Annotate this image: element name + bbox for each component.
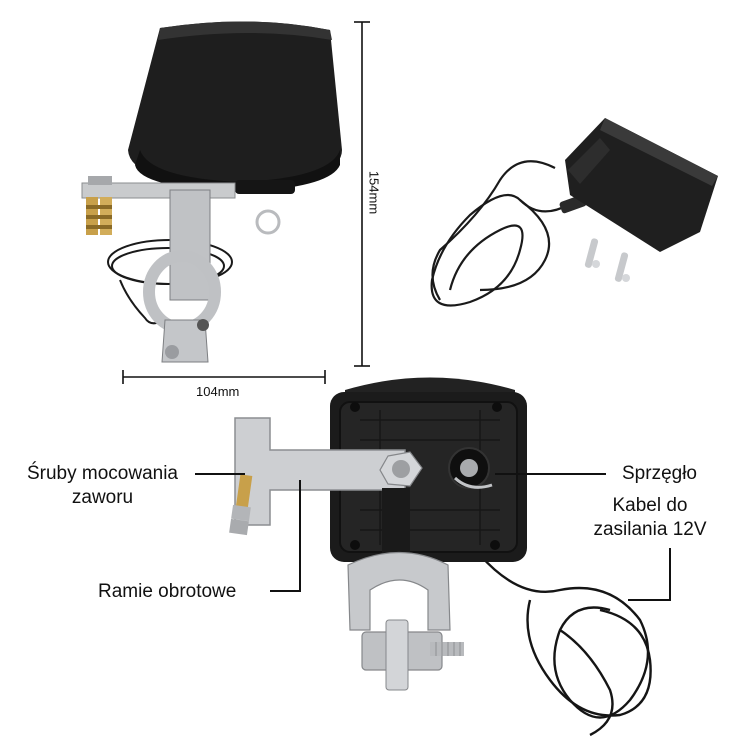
valve-actuator-rear-view xyxy=(229,377,652,737)
clutch-label: Sprzęgło xyxy=(622,463,697,484)
width-dimension-label: 104mm xyxy=(196,384,239,399)
cable-callout-line2: zasilania 12V xyxy=(593,519,707,540)
screws-callout-line1: Śruby mocowania xyxy=(26,463,179,484)
height-value: 154mm xyxy=(366,170,382,215)
height-dimension-label: 154mm xyxy=(367,163,382,223)
width-dimension-line xyxy=(122,370,326,384)
width-value: 104mm xyxy=(196,384,240,399)
rotary-arm-leader-line xyxy=(270,480,301,592)
height-dimension-line xyxy=(354,21,370,367)
power-adapter xyxy=(430,118,718,307)
rotary-arm-callout: Ramie obrotowe xyxy=(98,580,236,604)
cable-callout: Kabel do zasilania 12V xyxy=(580,494,720,542)
screws-callout: Śruby mocowania zaworu xyxy=(10,462,195,510)
screws-callout-line2: zaworu xyxy=(71,487,134,508)
valve-actuator-side-view xyxy=(81,21,342,363)
clutch-callout: Sprzęgło xyxy=(622,462,697,486)
cable-callout-line1: Kabel do xyxy=(612,495,688,516)
rotary-arm-label: Ramie obrotowe xyxy=(98,581,237,602)
cable-leader-line xyxy=(628,548,671,601)
